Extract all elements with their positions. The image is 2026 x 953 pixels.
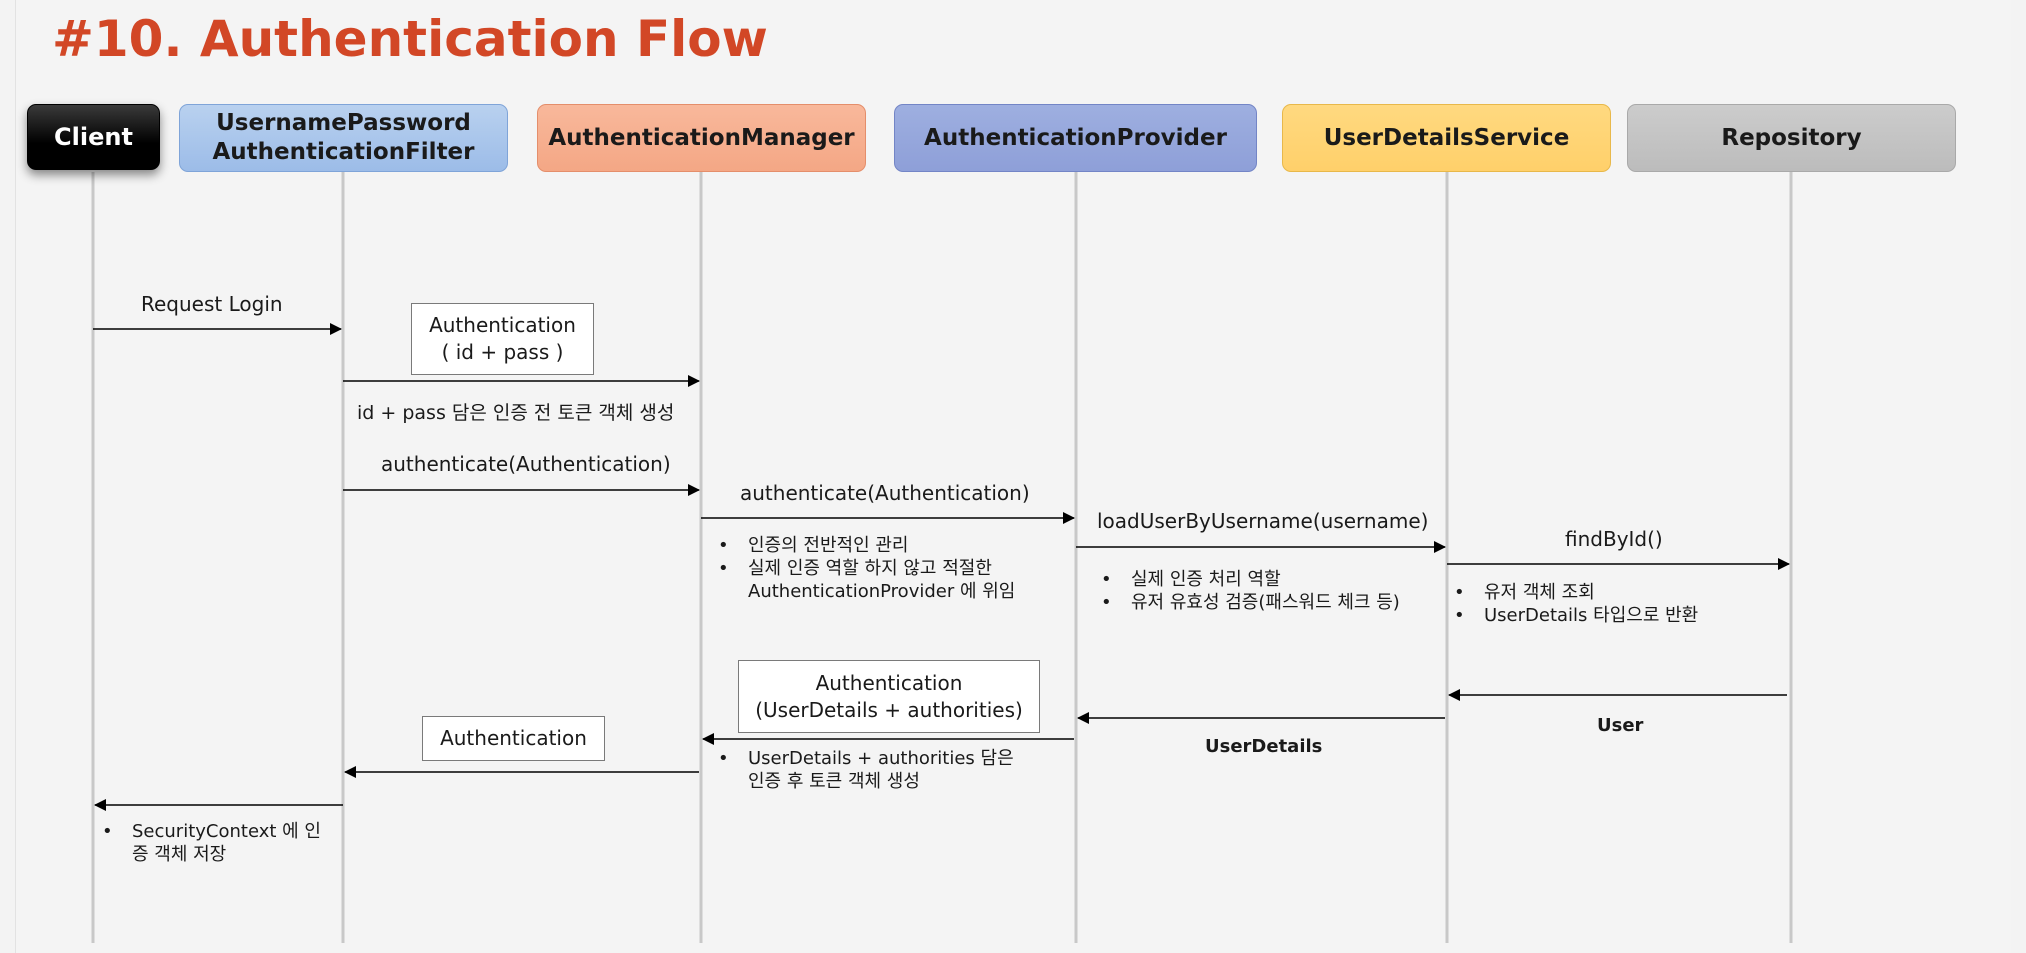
label-return-user: User xyxy=(1597,715,1644,736)
notes-post-token: UserDetails + authorities 담은 인증 후 토큰 객체 … xyxy=(714,747,1034,793)
label-authenticate-2: authenticate(Authentication) xyxy=(740,481,1030,505)
note-item: UserDetails 타입으로 반환 xyxy=(1450,604,1780,627)
label-authenticate-1: authenticate(Authentication) xyxy=(381,452,671,476)
note-item: 유저 유효성 검증(패스워드 체크 등) xyxy=(1097,591,1427,614)
label-return-userdetails: UserDetails xyxy=(1205,736,1323,757)
label-request-login: Request Login xyxy=(141,292,283,316)
notes-manager: 인증의 전반적인 관리 실제 인증 역할 하지 않고 적절한 Authentic… xyxy=(714,534,1054,603)
notes-uds: 유저 객체 조회 UserDetails 타입으로 반환 xyxy=(1450,581,1780,627)
box-authentication-pre-line1: Authentication xyxy=(429,313,576,337)
note-item: 인증의 전반적인 관리 xyxy=(714,534,1054,557)
box-authentication-return-label: Authentication xyxy=(440,726,587,750)
actor-repo-label: Repository xyxy=(1721,124,1862,151)
actor-client: Client xyxy=(27,104,160,170)
actor-authentication-provider: AuthenticationProvider xyxy=(894,104,1257,172)
note-item: UserDetails + authorities 담은 인증 후 토큰 객체 … xyxy=(714,747,1034,793)
note-item: 유저 객체 조회 xyxy=(1450,581,1780,604)
actor-user-details-service: UserDetailsService xyxy=(1282,104,1611,172)
notes-client: SecurityContext 에 인증 객체 저장 xyxy=(98,820,328,866)
box-authentication-post-line1: Authentication xyxy=(815,670,963,695)
message-arrows xyxy=(93,323,1790,811)
label-pre-token-note: id + pass 담은 인증 전 토큰 객체 생성 xyxy=(357,402,675,424)
box-authentication-pre-line2: ( id + pass ) xyxy=(441,340,564,364)
actor-filter-label-line1: UsernamePassword xyxy=(216,110,471,136)
actor-client-label: Client xyxy=(54,122,133,151)
lifelines xyxy=(91,172,1793,943)
box-authentication-post-line2: (UserDetails + authorities) xyxy=(755,697,1023,722)
label-load-user-by-username: loadUserByUsername(username) xyxy=(1097,509,1429,533)
label-find-by-id: findById() xyxy=(1565,527,1663,551)
actor-filter-label-line2: AuthenticationFilter xyxy=(212,139,475,165)
note-item: 실제 인증 역할 하지 않고 적절한 AuthenticationProvide… xyxy=(714,557,1054,603)
note-item: SecurityContext 에 인증 객체 저장 xyxy=(98,820,328,866)
actor-manager-label: AuthenticationManager xyxy=(548,124,855,151)
notes-provider: 실제 인증 처리 역할 유저 유효성 검증(패스워드 체크 등) xyxy=(1097,568,1427,614)
actor-uds-label: UserDetailsService xyxy=(1323,124,1570,151)
box-authentication-return: Authentication xyxy=(422,716,605,761)
diagram-title: #10. Authentication Flow xyxy=(52,10,768,68)
box-authentication-post: Authentication (UserDetails + authoritie… xyxy=(738,660,1040,733)
actor-provider-label: AuthenticationProvider xyxy=(924,124,1227,151)
actor-authentication-filter: UsernamePassword AuthenticationFilter xyxy=(179,104,508,172)
actor-authentication-manager: AuthenticationManager xyxy=(537,104,866,172)
note-item: 실제 인증 처리 역할 xyxy=(1097,568,1427,591)
actor-repository: Repository xyxy=(1627,104,1956,172)
box-authentication-pre: Authentication ( id + pass ) xyxy=(411,303,594,375)
